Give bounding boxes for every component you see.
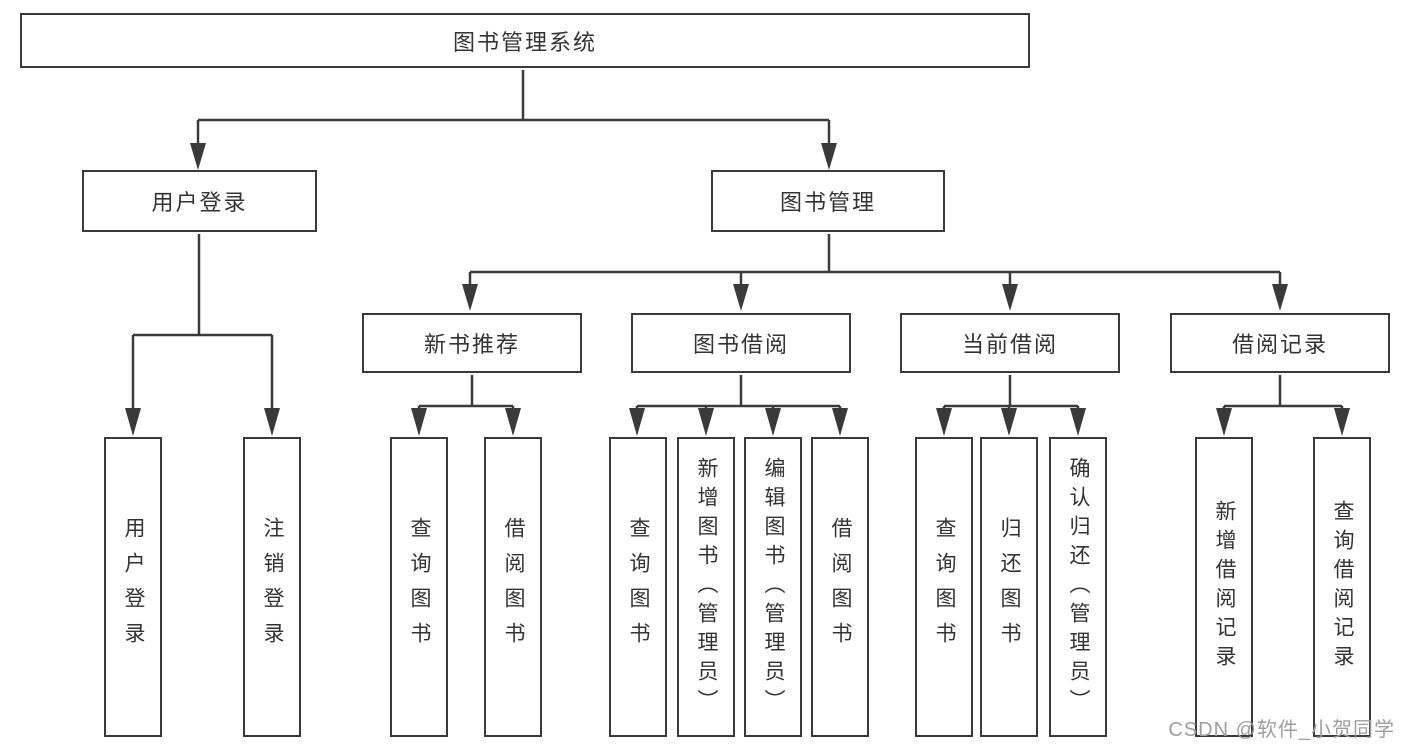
node-user-login: 用户登录 (82, 170, 317, 232)
node-current-borrowing: 当前借阅 (900, 313, 1120, 373)
leaf-logout: 注销登录 (243, 437, 301, 737)
leaf-query-books-current: 查询图书 (915, 437, 973, 737)
node-borrowing-records: 借阅记录 (1170, 313, 1390, 373)
leaf-query-borrow-record: 查询借阅记录 (1313, 437, 1371, 737)
csdn-watermark: CSDN @软件_小贺同学 (1168, 719, 1395, 741)
node-book-borrowing: 图书借阅 (631, 313, 851, 373)
leaf-borrow-books: 借阅图书 (811, 437, 869, 737)
leaf-add-borrow-record: 新增借阅记录 (1195, 437, 1253, 737)
leaf-return-books: 归还图书 (980, 437, 1038, 737)
leaf-add-books-admin: 新增图书（管理员） (677, 437, 735, 737)
leaf-edit-books-admin: 编辑图书（管理员） (744, 437, 802, 737)
leaf-query-books-recommend: 查询图书 (390, 437, 448, 737)
leaf-query-books-borrow: 查询图书 (609, 437, 667, 737)
leaf-borrow-books-recommend: 借阅图书 (484, 437, 542, 737)
leaf-user-login: 用户登录 (104, 437, 162, 737)
leaf-confirm-return-admin: 确认归还（管理员） (1049, 437, 1107, 737)
node-new-book-recommendation: 新书推荐 (362, 313, 582, 373)
node-library-management-system: 图书管理系统 (20, 13, 1030, 68)
node-book-management: 图书管理 (711, 170, 945, 232)
